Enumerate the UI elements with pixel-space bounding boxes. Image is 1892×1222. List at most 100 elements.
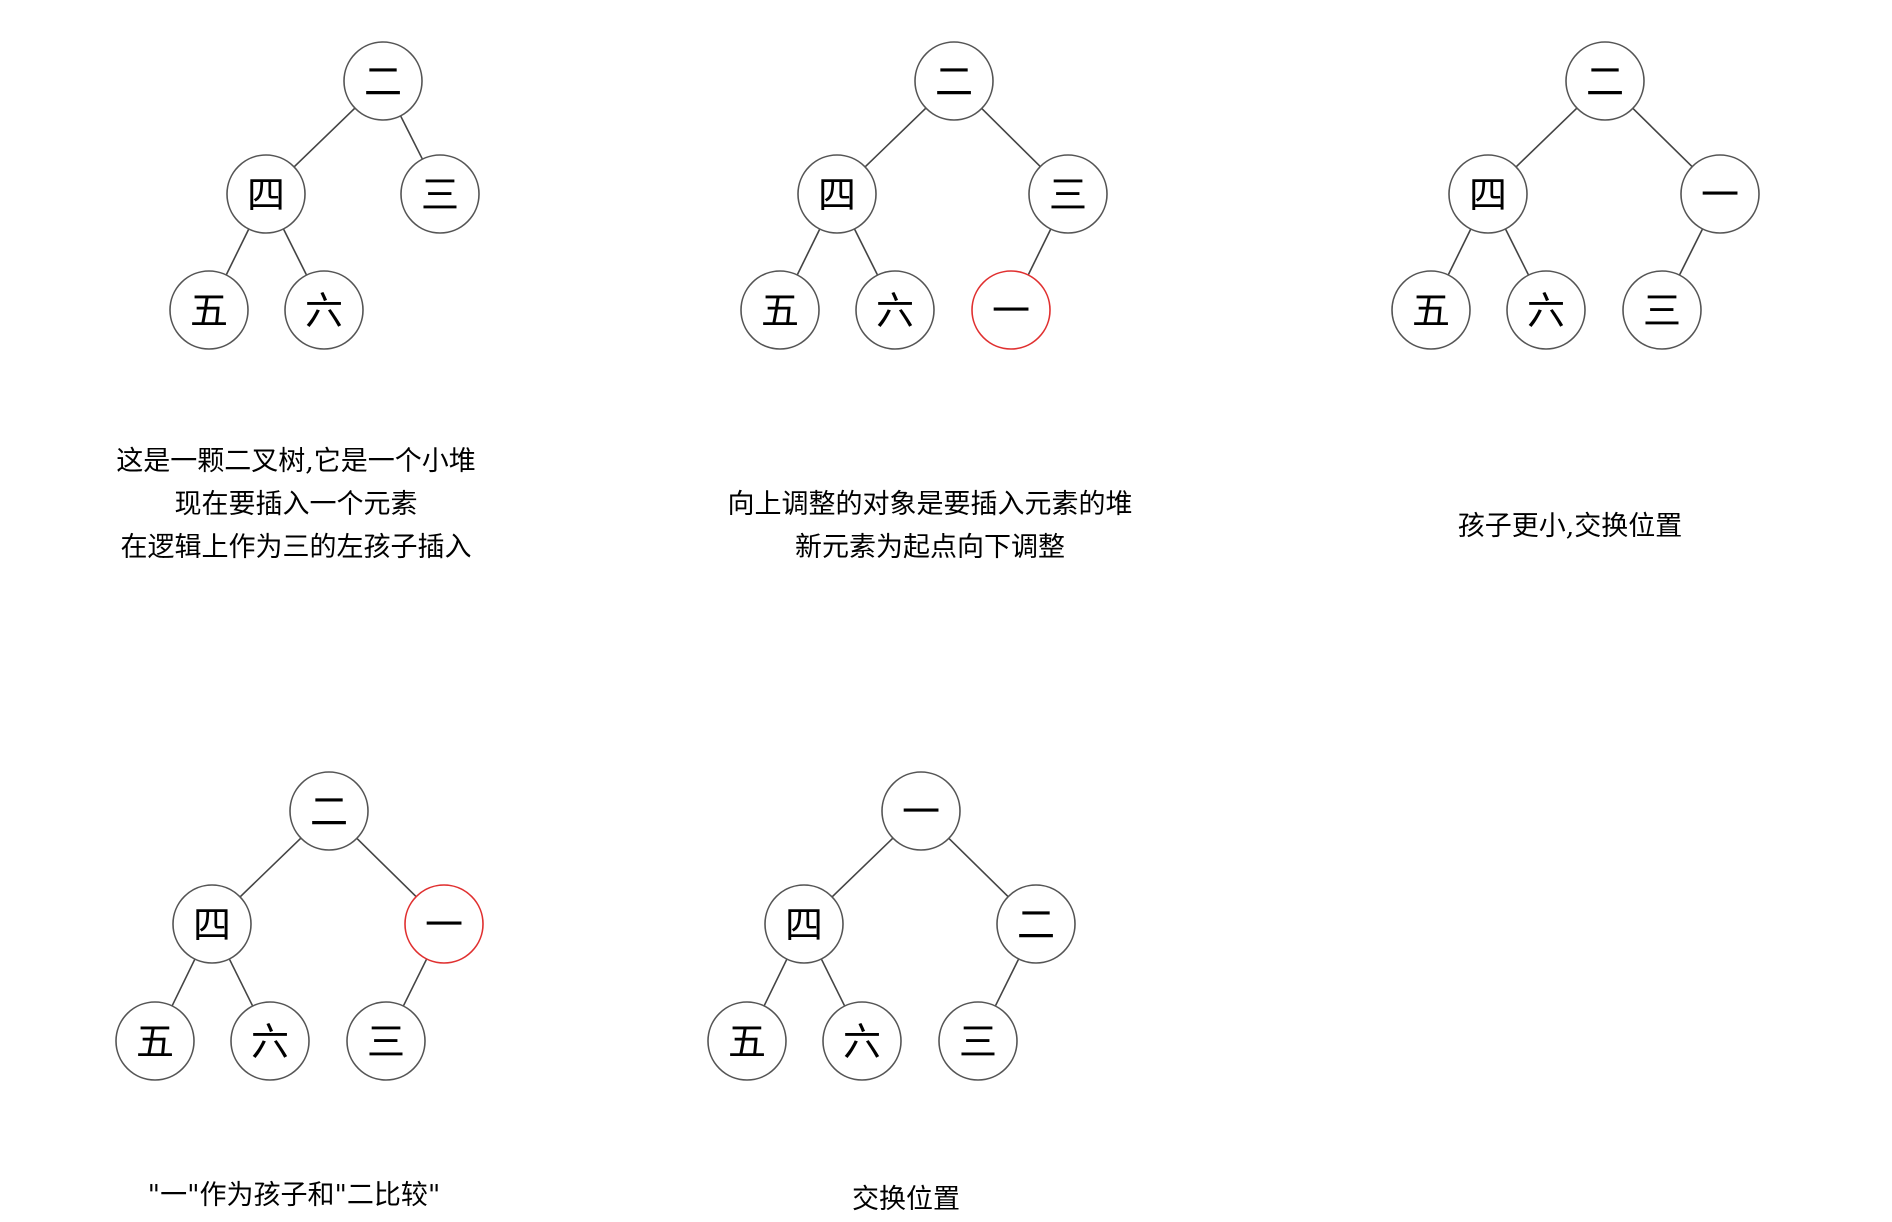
node-label: 四 <box>247 173 285 217</box>
node-circle <box>996 884 1076 964</box>
tree-node: 一 <box>1680 154 1760 234</box>
tree-step-5: 一四 二五 六 三 <box>707 771 1076 1081</box>
node-circle <box>1391 270 1471 350</box>
caption-step-5: 交换位置 <box>852 1178 960 1221</box>
node-label: 三 <box>1643 289 1681 333</box>
node-circle <box>1448 154 1528 234</box>
tree-node: 三 <box>400 154 480 234</box>
caption-step-3: 孩子更小,交换位置 <box>1458 505 1683 548</box>
node-circle <box>914 41 994 121</box>
node-circle <box>1506 270 1586 350</box>
node-circle <box>226 154 306 234</box>
node-circle <box>284 270 364 350</box>
tree-step-1: 二四 三五 六 <box>169 41 480 350</box>
caption-step-2: 向上调整的对象是要插入元素的堆 新元素为起点向下调整 <box>728 483 1133 569</box>
node-label: 五 <box>1412 289 1450 333</box>
tree-node: 二 <box>289 771 369 851</box>
node-label: 二 <box>364 60 402 104</box>
tree-edge <box>1504 228 1530 276</box>
node-label: 三 <box>367 1020 405 1064</box>
tree-edge <box>399 115 424 160</box>
tree-node: 三 <box>346 1001 426 1081</box>
tree-node: 五 <box>740 270 820 350</box>
tree-edge <box>239 837 302 898</box>
node-label: 三 <box>1049 173 1087 217</box>
tree-edge <box>981 107 1041 168</box>
node-circle <box>881 771 961 851</box>
node-circle <box>115 1001 195 1081</box>
caption-line: 交换位置 <box>852 1184 960 1215</box>
node-circle <box>400 154 480 234</box>
node-circle <box>230 1001 310 1081</box>
node-label: 六 <box>251 1020 289 1064</box>
caption-step-1: 这是一颗二叉树,它是一个小堆 现在要插入一个元素 在逻辑上作为三的左孩子插入 <box>116 440 476 569</box>
node-circle <box>797 154 877 234</box>
node-label: 六 <box>876 289 914 333</box>
tree-edge <box>356 837 417 898</box>
node-circle <box>1622 270 1702 350</box>
tree-edge <box>282 228 308 276</box>
node-circle <box>346 1001 426 1081</box>
tree-node: 六 <box>230 1001 310 1081</box>
tree-step-4: 二四 一五 六 三 <box>115 771 484 1081</box>
tree-edge <box>1515 107 1578 168</box>
node-label: 六 <box>305 289 343 333</box>
tree-edge <box>763 958 788 1007</box>
tree-node: 四 <box>764 884 844 964</box>
node-label: 一 <box>992 289 1030 333</box>
tree-edge <box>1678 228 1704 276</box>
tree-edge <box>831 837 894 898</box>
node-circle <box>343 41 423 121</box>
caption-line: 现在要插入一个元素 <box>174 489 418 520</box>
node-circle <box>1565 41 1645 121</box>
node-label: 一 <box>1701 173 1739 217</box>
node-label: 二 <box>1017 903 1055 947</box>
node-circle <box>855 270 935 350</box>
caption-step-4: "一"作为孩子和"二比较" <box>148 1174 441 1217</box>
highlighted-node-circle <box>404 884 484 964</box>
node-label: 三 <box>421 173 459 217</box>
tree-node: 三 <box>1028 154 1108 234</box>
tree-node: 二 <box>996 884 1076 964</box>
tree-node: 六 <box>284 270 364 350</box>
tree-node: 二 <box>914 41 994 121</box>
tree-edge <box>1447 228 1472 276</box>
node-circle <box>1680 154 1760 234</box>
node-circle <box>289 771 369 851</box>
node-label: 一 <box>902 790 940 834</box>
node-label: 一 <box>425 903 463 947</box>
tree-node: 四 <box>797 154 877 234</box>
node-label: 五 <box>136 1020 174 1064</box>
node-circle <box>1028 154 1108 234</box>
tree-node: 五 <box>707 1001 787 1081</box>
tree-node: 二 <box>343 41 423 121</box>
tree-edge <box>820 958 846 1007</box>
node-circle <box>740 270 820 350</box>
tree-edge <box>853 228 879 276</box>
node-label: 六 <box>843 1020 881 1064</box>
highlighted-node-circle <box>971 270 1051 350</box>
tree-node: 一 <box>404 884 484 964</box>
tree-edge <box>1027 228 1052 276</box>
tree-edge <box>994 958 1020 1007</box>
node-label: 六 <box>1527 289 1565 333</box>
caption-line: 孩子更小,交换位置 <box>1457 511 1683 542</box>
caption-line: 新元素为起点向下调整 <box>795 532 1065 563</box>
caption-line: "一"作为孩子和"二比较" <box>147 1180 441 1211</box>
tree-node: 五 <box>1391 270 1471 350</box>
tree-node: 四 <box>172 884 252 964</box>
node-label: 四 <box>818 173 856 217</box>
node-circle <box>169 270 249 350</box>
node-circle <box>764 884 844 964</box>
node-label: 五 <box>728 1020 766 1064</box>
tree-edge <box>293 107 356 168</box>
node-label: 三 <box>959 1020 997 1064</box>
tree-edge <box>948 837 1009 898</box>
tree-edge <box>796 228 821 276</box>
node-circle <box>172 884 252 964</box>
tree-node: 二 <box>1565 41 1645 121</box>
tree-edge <box>228 958 254 1007</box>
tree-node: 五 <box>115 1001 195 1081</box>
tree-node: 一 <box>881 771 961 851</box>
tree-node: 五 <box>169 270 249 350</box>
